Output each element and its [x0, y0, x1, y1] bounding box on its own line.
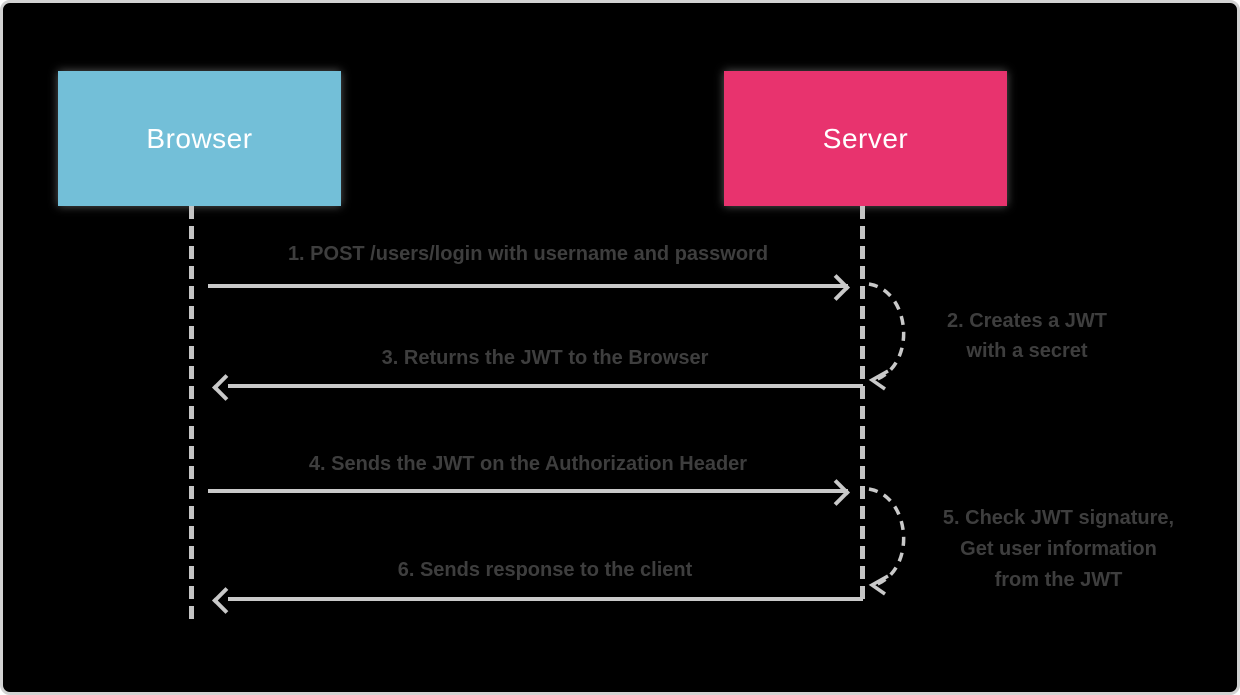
actor-server-label: Server [822, 122, 909, 154]
note-check-jwt-line-2: Get user information [960, 538, 1157, 560]
note-create-jwt-line-2: with a secret [966, 340, 1088, 362]
server-lifeline [860, 206, 865, 606]
actor-browser-label: Browser [146, 122, 253, 154]
arrowhead-right-icon [823, 274, 850, 301]
message-6-label: 6. Sends response to the client [397, 559, 693, 581]
message-3-line [228, 384, 863, 388]
arrowhead-right-icon [823, 479, 850, 506]
actor-box-browser: Browser [58, 71, 341, 206]
arrowhead-left-icon [212, 374, 239, 401]
note-check-jwt-line-1: 5. Check JWT signature, [942, 507, 1175, 529]
self-loop-arc-create-jwt [868, 282, 906, 391]
note-check-jwt-line-3: from the JWT [994, 569, 1123, 591]
message-4-line [208, 489, 848, 493]
arrowhead-left-icon [212, 587, 239, 614]
message-1-label: 1. POST /users/login with username and p… [287, 243, 769, 265]
actor-box-server: Server [724, 71, 1007, 206]
browser-lifeline [189, 206, 194, 620]
note-create-jwt: 2. Creates a JWT with a secret [921, 306, 1133, 366]
message-4-label: 4. Sends the JWT on the Authorization He… [308, 453, 748, 475]
message-6-line [228, 597, 863, 601]
message-1-line [208, 284, 848, 288]
message-3-label: 3. Returns the JWT to the Browser [381, 347, 709, 369]
note-check-jwt: 5. Check JWT signature, Get user informa… [931, 503, 1186, 596]
self-loop-arc-check-jwt [868, 487, 906, 596]
note-create-jwt-line-1: 2. Creates a JWT [946, 310, 1108, 332]
